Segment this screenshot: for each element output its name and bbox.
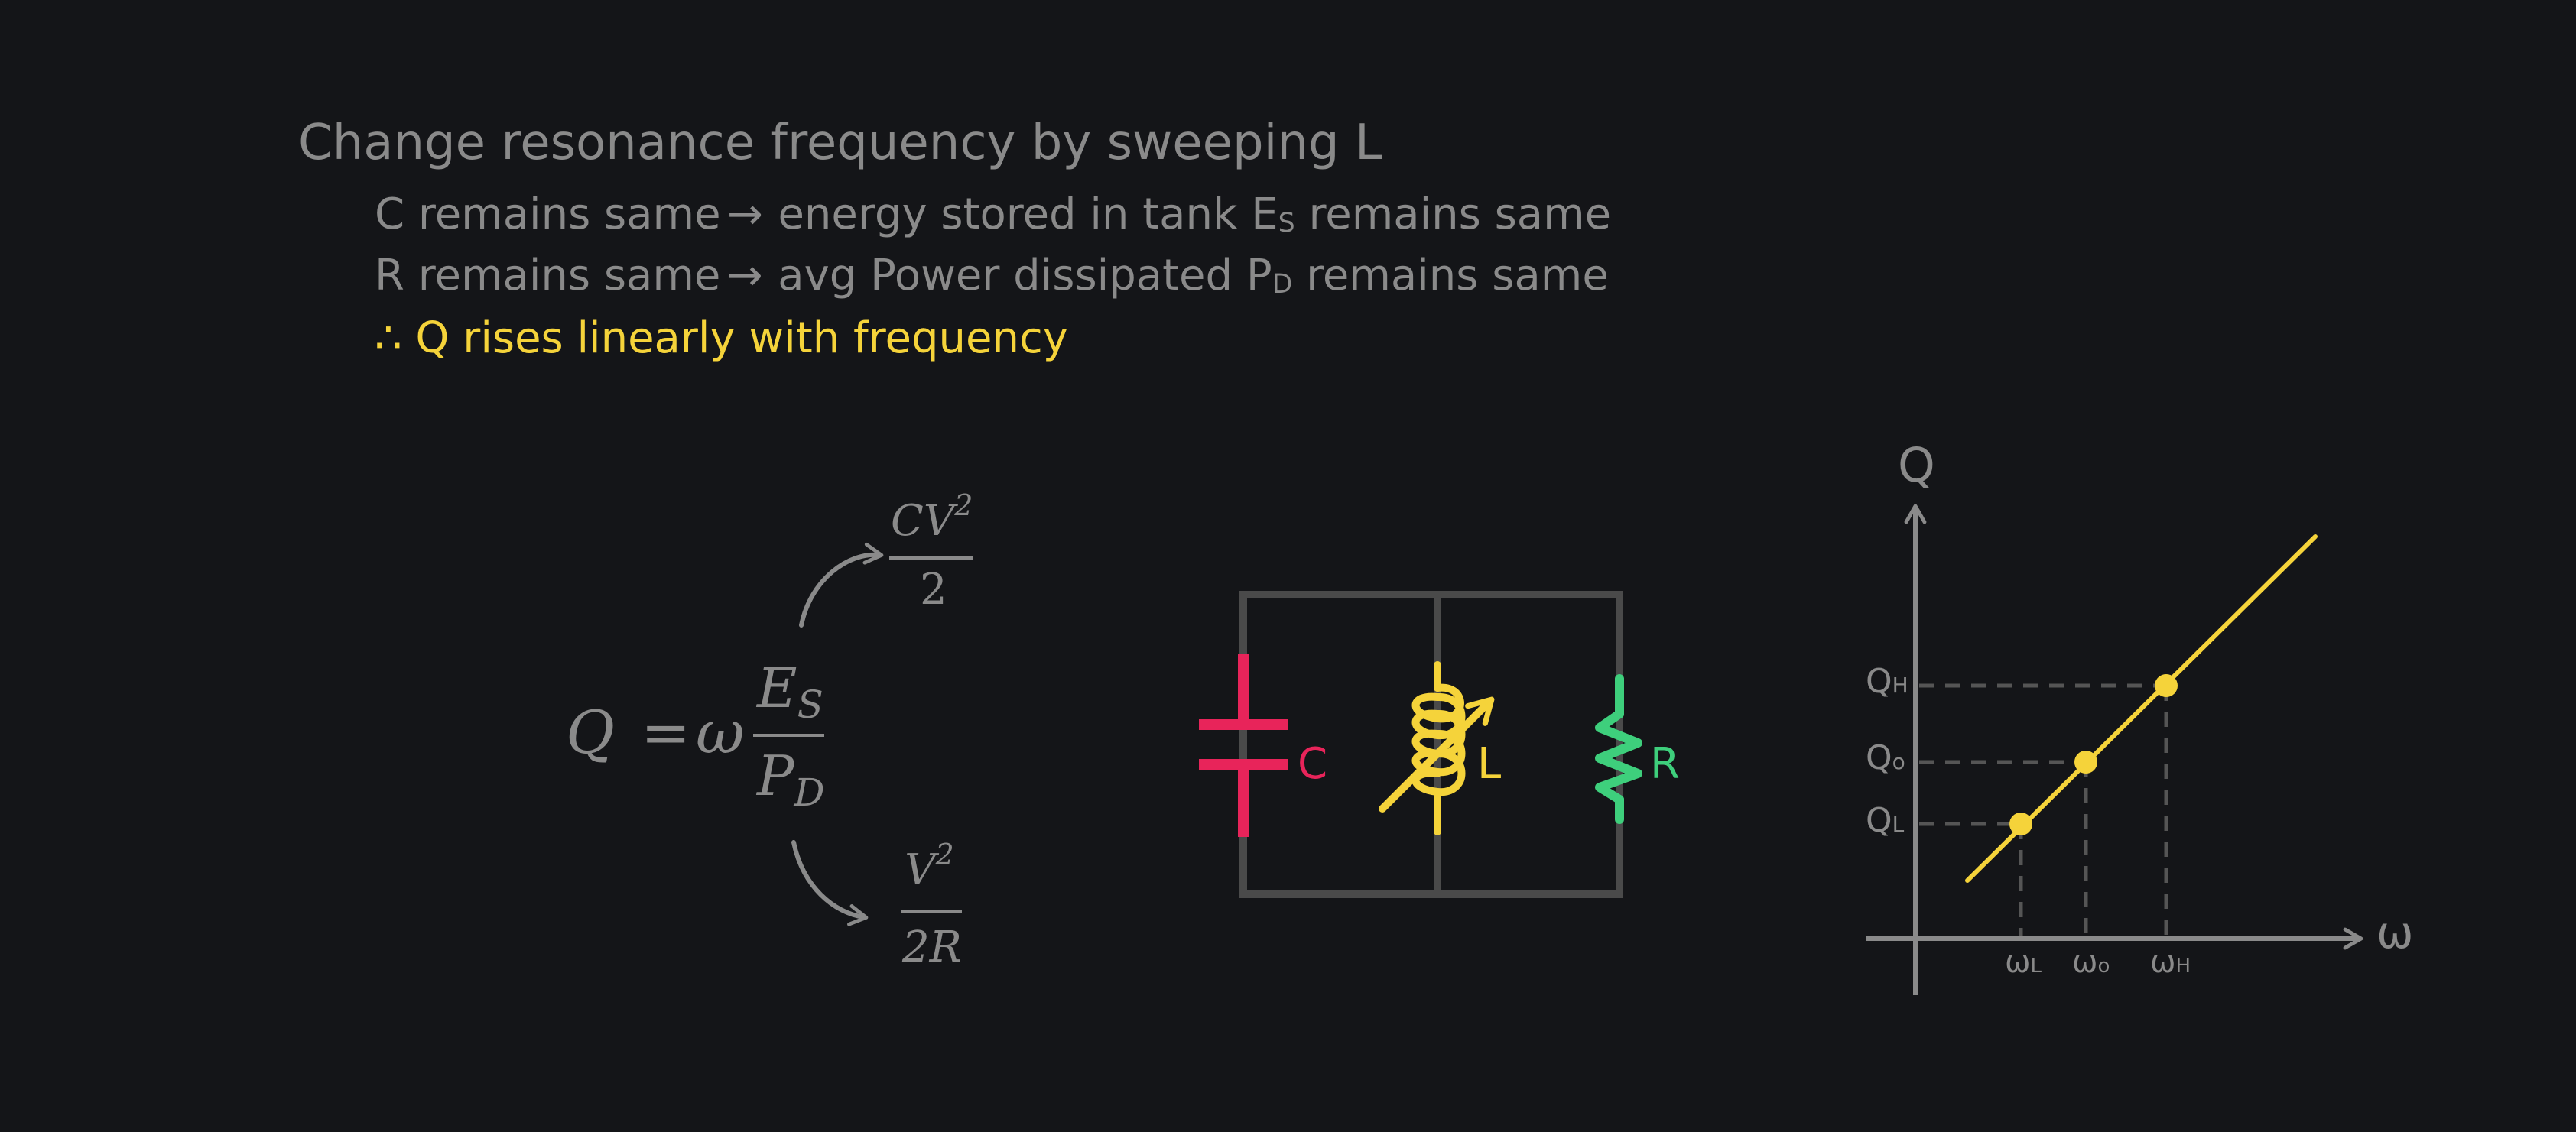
statement-resistance-result: avg Power dissipated P <box>778 251 1272 300</box>
x-axis-label: ω <box>2376 907 2414 958</box>
capacitor-label: C <box>1298 739 1327 789</box>
tick-label-q-resonant: Qo <box>1866 738 1905 777</box>
point-high <box>2155 674 2178 697</box>
stored-energy-numerator: CV2 <box>891 488 973 546</box>
lower-curved-arrow-icon <box>791 840 869 926</box>
tick-label-omega-high: ωH <box>2150 945 2191 980</box>
arrow-icon: → <box>726 190 763 239</box>
q-vs-omega-graph: Q ω QH Qo QL ωL ωo ωH <box>1866 437 2414 995</box>
y-tick-labels: QH Qo QL <box>1866 662 1908 840</box>
stored-energy-denominator: 2 <box>920 565 947 615</box>
variable-inductor-symbol <box>1379 661 1495 835</box>
equation-lhs: Q <box>566 699 615 767</box>
statement-resistance-condition: R remains same <box>375 251 721 300</box>
statement-capacitance: C remains same→energy stored in tank ES … <box>375 190 1611 239</box>
conclusion: ∴ Q rises linearly with frequency <box>375 313 1068 363</box>
capacitor-symbol <box>1199 654 1288 837</box>
guide-lines <box>1919 683 2168 939</box>
statement-capacitance-condition: C remains same <box>375 190 721 239</box>
tick-label-omega-low: ωL <box>2005 945 2042 980</box>
resistor-symbol <box>1595 674 1642 824</box>
y-axis-label: Q <box>1898 437 1935 493</box>
ratio-denominator: PD <box>755 744 825 815</box>
tick-label-q-low: QL <box>1866 801 1905 840</box>
quality-factor-equation: Q = ω ES PD CV2 2 V2 2R <box>566 488 973 972</box>
circuit-frame <box>1239 591 1623 898</box>
statement-capacitance-tail: remains same <box>1294 190 1612 239</box>
statement-resistance: R remains same→ avg Power dissipated PD r… <box>375 251 1609 300</box>
resistor-label: R <box>1650 739 1680 789</box>
stored-energy-fraction: CV2 2 <box>889 488 973 615</box>
ratio-fraction: ES PD <box>753 656 825 815</box>
tick-label-omega-resonant: ωo <box>2072 945 2110 980</box>
upper-curved-arrow-icon <box>799 542 884 628</box>
power-numerator: V2 <box>905 838 954 895</box>
statement-resistance-tail: remains same <box>1292 251 1609 300</box>
x-tick-labels: ωL ωo ωH <box>2005 945 2191 980</box>
subscript-d: D <box>1272 269 1293 300</box>
inductor-label: L <box>1477 739 1501 789</box>
rlc-tank-circuit: C L R <box>1199 591 1680 898</box>
arrow-icon: → <box>726 251 763 300</box>
equation-omega: ω <box>696 699 745 767</box>
equation-equals: = <box>641 699 690 767</box>
heading: Change resonance frequency by sweeping L <box>298 115 1382 171</box>
point-resonant <box>2074 751 2097 774</box>
statement-capacitance-result: energy stored in tank E <box>778 190 1278 239</box>
power-fraction: V2 2R <box>901 838 962 972</box>
power-denominator: 2R <box>901 923 962 972</box>
point-low <box>2009 813 2032 835</box>
tick-label-q-high: QH <box>1866 662 1908 701</box>
ratio-numerator: ES <box>755 656 823 727</box>
subscript-s: S <box>1278 208 1295 239</box>
